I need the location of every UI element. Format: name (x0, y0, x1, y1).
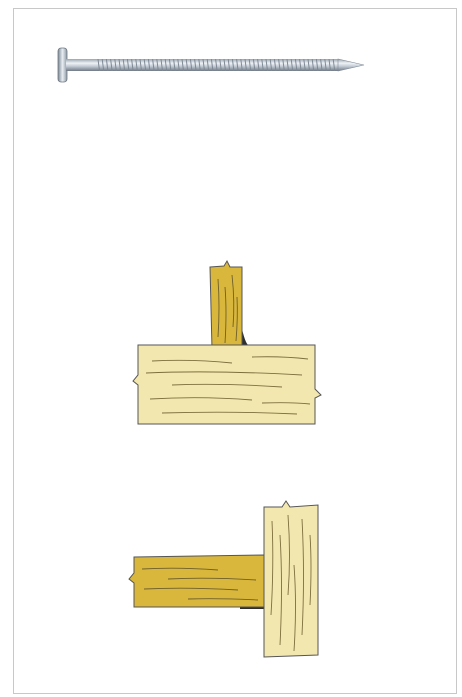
ring-shank-nail-icon (54, 45, 366, 85)
nail-neck (66, 59, 94, 71)
nail-head (58, 48, 67, 82)
glued-side-joint-icon (128, 495, 328, 665)
nail-point (338, 59, 364, 71)
glued-t-joint-icon (132, 257, 322, 427)
illustration-frame (13, 8, 457, 694)
